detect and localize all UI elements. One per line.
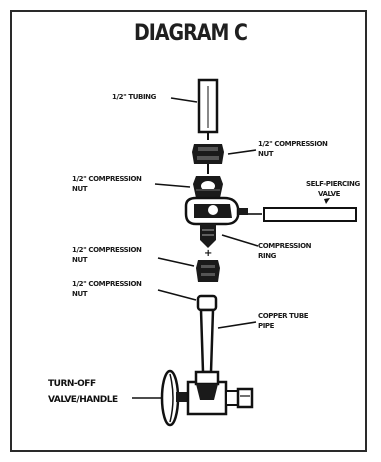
compression-nut-mid	[193, 176, 223, 198]
saddle-valve	[184, 196, 248, 226]
label-copper-tube-2: PIPE	[258, 322, 275, 330]
label-compression-nut-low-1: 1/2" COMPRESSION	[72, 246, 142, 254]
leader-coupling	[157, 289, 197, 301]
diagram-title: DIAGRAM C	[134, 20, 248, 46]
svg-text:+: +	[204, 248, 212, 259]
label-copper-tube-1: COPPER TUBE	[258, 312, 309, 320]
diagram-frame	[10, 10, 367, 452]
label-ferrule-1: COMPRESSION	[258, 242, 312, 250]
label-compression-nut-top-1: 1/2" COMPRESSION	[258, 140, 328, 148]
leader-compression-nut-top	[227, 149, 257, 155]
supply-tube	[197, 78, 219, 134]
leader-supply-tube	[170, 97, 198, 103]
label-compression-nut-low-2: NUT	[72, 256, 88, 264]
label-saddle-valve-1: SELF-PIERCING	[306, 180, 360, 188]
label-compression-nut-left-2: NUT	[72, 185, 88, 193]
leader-compression-nut-low	[157, 257, 195, 267]
compression-nut-low	[196, 260, 220, 282]
compression-nut-top	[192, 144, 224, 164]
copper-tube	[196, 294, 218, 374]
label-ferrule-2: RING	[258, 252, 277, 260]
leader-ferrule	[221, 234, 259, 247]
leader-compression-nut-left	[154, 183, 191, 188]
leader-copper-tube	[217, 321, 257, 329]
saddle-clamp-bar	[263, 207, 357, 222]
shutoff-valve	[160, 369, 254, 427]
label-saddle-valve-2: VALVE	[318, 190, 341, 198]
label-shutoff-1: TURN-OFF	[48, 379, 96, 389]
label-coupling-1: 1/2" COMPRESSION	[72, 280, 142, 288]
label-compression-nut-top-2: NUT	[258, 150, 274, 158]
label-shutoff-2: VALVE/HANDLE	[48, 395, 118, 405]
valve-stem	[200, 224, 216, 248]
label-coupling-2: NUT	[72, 290, 88, 298]
label-compression-nut-left-1: 1/2" COMPRESSION	[72, 175, 142, 183]
label-supply-tube: 1/2" TUBING	[112, 93, 157, 101]
